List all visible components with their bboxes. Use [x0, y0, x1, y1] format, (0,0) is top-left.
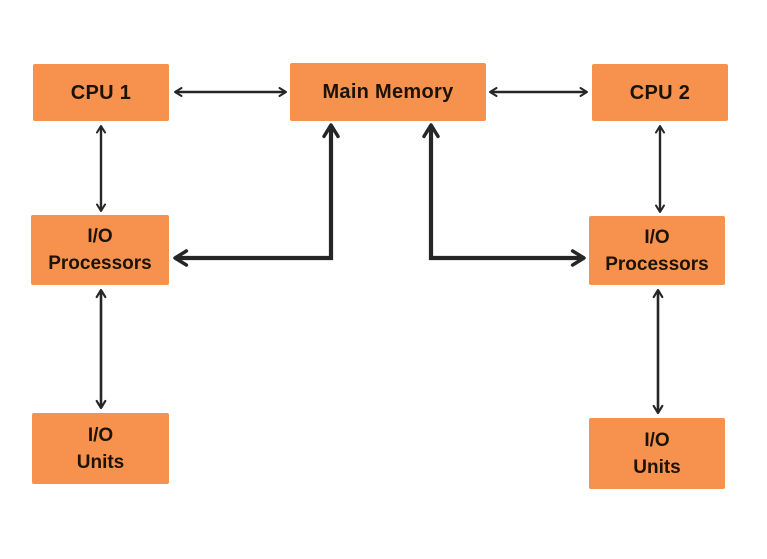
node-io-processors-left-line2: Processors: [48, 253, 152, 274]
node-io-processors-left: I/O Processors: [31, 215, 169, 285]
node-io-units-right-line2: Units: [633, 456, 681, 478]
node-cpu2-label: CPU 2: [629, 81, 691, 104]
node-io-processors-left-line1: I/O: [87, 226, 113, 247]
node-io-units-left-line1: I/O: [87, 424, 114, 446]
node-main-memory-label: Main Memory: [322, 81, 454, 103]
node-io-processors-right-line1: I/O: [644, 226, 670, 248]
node-io-units-right: I/O Units: [589, 418, 725, 489]
node-cpu2: CPU 2: [592, 64, 728, 121]
node-io-units-right-line1: I/O: [644, 429, 670, 451]
edge-main-memory-io-processors-left: [173, 123, 340, 267]
node-main-memory: Main Memory: [290, 63, 486, 121]
node-cpu1-label: CPU 1: [70, 81, 132, 104]
node-io-units-left-line2: Units: [76, 451, 125, 473]
node-io-processors-right-line2: Processors: [605, 253, 709, 275]
node-io-units-left: I/O Units: [32, 413, 169, 484]
node-io-processors-right: I/O Processors: [589, 216, 725, 285]
edge-main-memory-io-processors-right: [422, 123, 586, 267]
node-cpu1: CPU 1: [33, 64, 169, 121]
